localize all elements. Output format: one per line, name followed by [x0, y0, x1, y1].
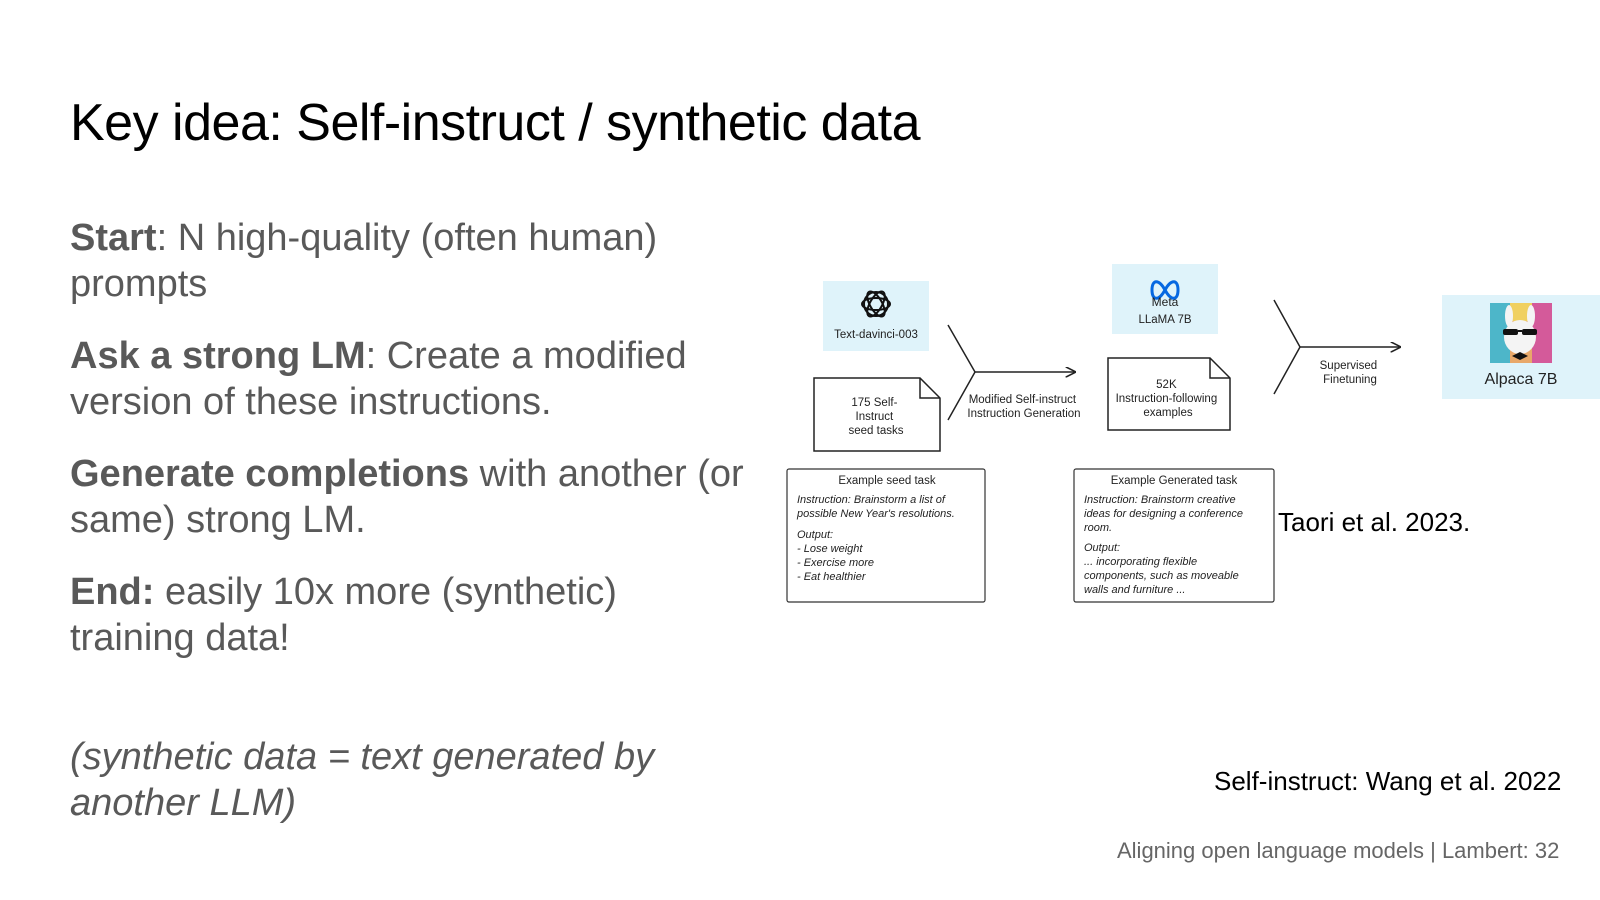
seed-tasks-document: 175 Self- Instruct seed tasks: [813, 377, 941, 452]
bullet-text: with another (or same) strong LM.: [70, 453, 744, 541]
generated-instruction-line: room.: [1084, 522, 1112, 534]
meta-logo-icon: [1150, 280, 1180, 300]
alpaca-model-label: Alpaca 7B: [1485, 371, 1558, 388]
meta-brand-label: Meta: [1152, 295, 1179, 309]
seed-tasks-line: Instruct: [856, 411, 895, 423]
generated-instruction-line: ideas for designing a conference: [1084, 508, 1243, 520]
meta-box-bg: [1112, 264, 1218, 334]
slide-title: Key idea: Self-instruct / synthetic data: [70, 94, 920, 152]
alpaca-model-box: Alpaca 7B: [1442, 295, 1600, 399]
seed-instruction-line: possible New Year's resolutions.: [796, 508, 955, 520]
self-instruct-diagram: Text-davinci-003 Meta LLaMA 7B Alpaca 7B: [786, 264, 1600, 603]
document-icon: [813, 377, 941, 452]
seed-output-line: - Eat healthier: [797, 571, 867, 583]
openai-logo-icon: [861, 290, 891, 318]
meta-model-box: Meta LLaMA 7B: [1112, 264, 1218, 334]
generation-label-line: Instruction Generation: [967, 408, 1080, 420]
finetuning-label-line: Finetuning: [1323, 374, 1377, 386]
bullet-lead: Generate completions: [70, 453, 470, 495]
examples-line: Instruction-following: [1116, 393, 1218, 405]
seed-card-title: Example seed task: [838, 475, 935, 487]
examples-document: 52K Instruction-following examples: [1107, 357, 1231, 431]
bullet-text: : Create a modified version of these ins…: [70, 335, 687, 423]
seed-tasks-line: seed tasks: [849, 425, 904, 437]
bullet-generate: Generate completions with another (or sa…: [70, 451, 750, 543]
seed-output-line: - Exercise more: [797, 557, 874, 569]
finetuning-label-line: Supervised: [1320, 360, 1378, 372]
examples-line: 52K: [1156, 379, 1177, 391]
self-instruct-citation: Self-instruct: Wang et al. 2022: [1214, 766, 1562, 796]
bullet-lead: End:: [70, 571, 155, 613]
example-seed-task-card: Example seed task Instruction: Brainstor…: [786, 468, 986, 603]
seed-instruction-line: Instruction: Brainstorm a list of: [797, 494, 946, 506]
supervised-finetuning-label: Supervised Finetuning: [1320, 360, 1381, 386]
seed-card-output-label: Output:: [797, 529, 833, 541]
generated-output-line: components, such as moveable: [1084, 570, 1239, 582]
instruction-generation-label: Modified Self-instruct Instruction Gener…: [967, 394, 1080, 420]
bullet-lead: Start: [70, 217, 157, 259]
taori-citation: Taori et al. 2023.: [1278, 507, 1471, 537]
seed-tasks-label: 175 Self- Instruct seed tasks: [849, 397, 904, 437]
bullet-lead: Ask a strong LM: [70, 335, 366, 377]
seed-card-instruction: Instruction: Brainstorm a list of possib…: [796, 494, 955, 520]
bullet-ask-lm: Ask a strong LM: Create a modified versi…: [70, 333, 750, 425]
openai-model-label: Text-davinci-003: [834, 329, 918, 341]
slide-footer: Aligning open language models | Lambert:…: [1117, 838, 1560, 863]
bullet-text: easily 10x more (synthetic) training dat…: [70, 571, 617, 659]
generated-card-title: Example Generated task: [1111, 475, 1238, 487]
openai-model-box: Text-davinci-003: [823, 281, 929, 351]
supervised-finetuning-step: Supervised Finetuning: [1273, 299, 1400, 395]
generated-card-instruction: Instruction: Brainstorm creative ideas f…: [1084, 494, 1246, 534]
seed-card-output: - Lose weight - Exercise more - Eat heal…: [797, 543, 877, 583]
generation-label-line: Modified Self-instruct: [969, 394, 1077, 406]
example-generated-task-card: Example Generated task Instruction: Brai…: [1073, 468, 1275, 603]
instruction-generation-step: Modified Self-instruct Instruction Gener…: [947, 324, 1081, 421]
document-icon: [1107, 357, 1231, 431]
seed-tasks-line: 175 Self-: [851, 397, 897, 409]
bullet-end: End: easily 10x more (synthetic) trainin…: [70, 569, 750, 661]
examples-line: examples: [1143, 407, 1192, 419]
generated-output-line: walls and furniture ...: [1084, 584, 1186, 596]
meta-model-label: LLaMA 7B: [1138, 314, 1191, 326]
generated-instruction-line: Instruction: Brainstorm creative: [1084, 494, 1236, 506]
seed-output-line: - Lose weight: [797, 543, 863, 555]
bullet-list: Start: N high-quality (often human) prom…: [70, 215, 750, 687]
generated-card-output: ... incorporating flexible components, s…: [1084, 556, 1242, 596]
alpaca-avatar-icon: [1490, 303, 1552, 363]
generated-output-line: ... incorporating flexible: [1084, 556, 1197, 568]
examples-label: 52K Instruction-following examples: [1116, 379, 1221, 419]
generated-card-output-label: Output:: [1084, 542, 1120, 554]
synthetic-data-note: (synthetic data = text generated by anot…: [70, 736, 655, 824]
bullet-text: : N high-quality (often human) prompts: [70, 217, 658, 305]
bullet-start: Start: N high-quality (often human) prom…: [70, 215, 750, 307]
